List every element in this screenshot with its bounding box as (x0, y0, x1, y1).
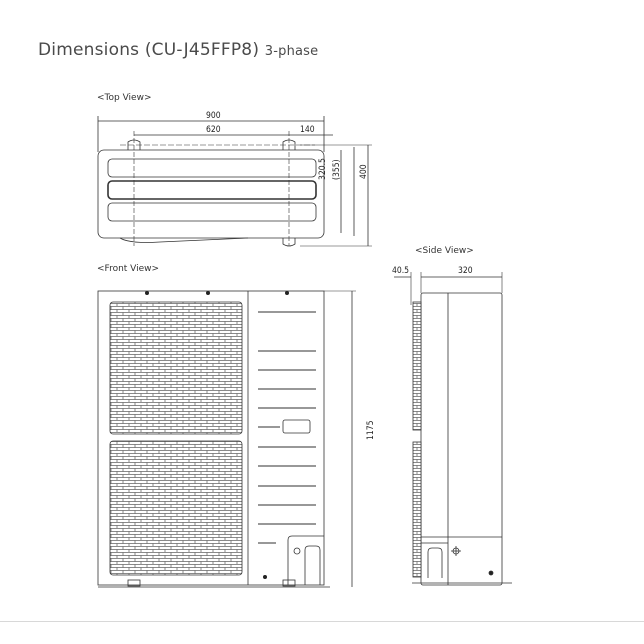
top-view-label: <Top View> (97, 93, 152, 103)
side-view (394, 272, 512, 586)
top-view (97, 116, 372, 247)
side-view-label: <Side View> (415, 246, 474, 256)
dim-mount-620: 620 (206, 125, 221, 135)
front-view-label: <Front View> (97, 264, 160, 274)
dim-side-320: 320 (458, 266, 473, 276)
title-main: Dimensions (CU-J45FFP8) (38, 40, 260, 60)
page-title: Dimensions (CU-J45FFP8) 3-phase (38, 40, 318, 60)
footer-divider (0, 621, 644, 622)
dim-side-40-5: 40.5 (392, 266, 410, 276)
front-view (97, 290, 356, 588)
dim-offset-140: 140 (300, 125, 315, 135)
title-suffix: 3-phase (264, 44, 319, 59)
dim-width-900: 900 (206, 111, 221, 121)
